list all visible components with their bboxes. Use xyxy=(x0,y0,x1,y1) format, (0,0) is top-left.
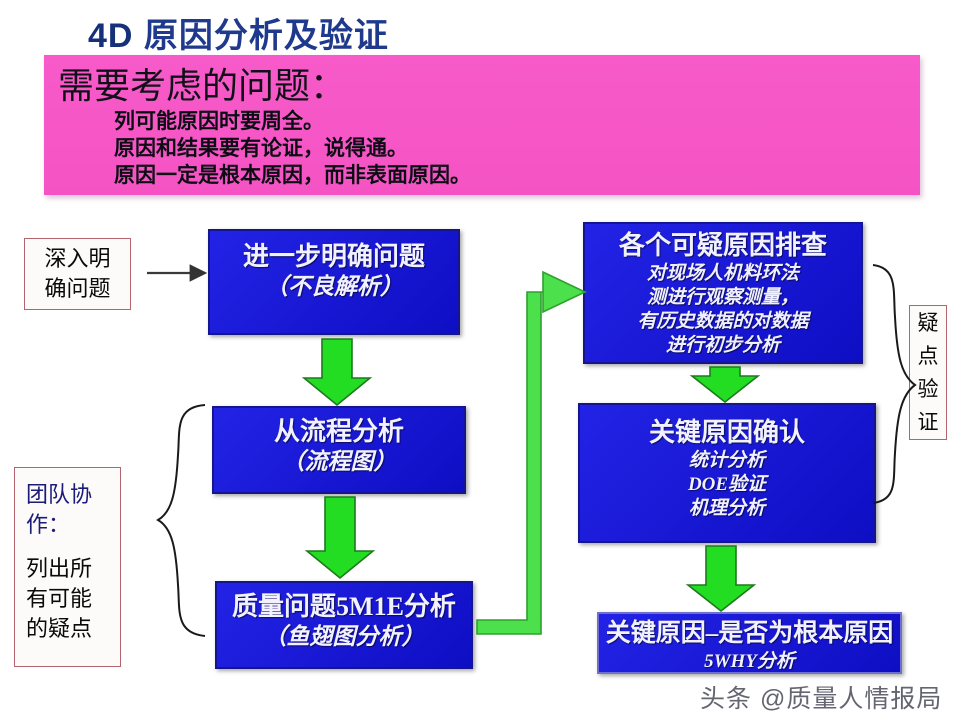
arrow-down-r1-r2 xyxy=(689,366,761,404)
note-clarify-problem: 深入明 确问题 xyxy=(24,238,131,310)
box-title: 各个可疑原因排查 xyxy=(618,231,827,260)
box-subtitle: （鱼翅图分析） xyxy=(263,624,425,649)
note-char: 点 xyxy=(917,343,939,368)
watermark: 头条 @质量人情报局 xyxy=(700,685,943,713)
note-doubt-verification: 疑 点 验 证 xyxy=(909,305,947,440)
note-char: 验 xyxy=(917,376,939,401)
consider-line: 原因和结果要有论证，说得通。 xyxy=(114,137,408,160)
note-heading-line: 作： xyxy=(26,512,71,537)
process-box-suspect-cause-screening[interactable]: 各个可疑原因排查 对现场人机料环法 测进行观察测量， 有历史数据的对数据 进行初… xyxy=(583,222,863,364)
box-title: 关键原因确认 xyxy=(648,418,805,447)
arrow-down-l1-l2 xyxy=(301,338,373,407)
consider-line: 原因一定是根本原因，而非表面原因。 xyxy=(114,164,471,187)
box-title: 进一步明确问题 xyxy=(242,242,425,271)
arrow-l3-to-r1 xyxy=(476,270,587,635)
box-title: 从流程分析 xyxy=(273,417,404,446)
title-text: 原因分析及验证 xyxy=(143,17,389,55)
note-heading-line: 团队协 xyxy=(26,482,93,507)
note-body-line: 有可能 xyxy=(26,586,93,611)
process-box-clarify-problem[interactable]: 进一步明确问题 （不良解析） xyxy=(208,229,460,335)
process-box-key-cause-confirm[interactable]: 关键原因确认 统计分析 DOE验证 机理分析 xyxy=(578,403,876,543)
note-char: 疑 xyxy=(917,310,939,335)
arrow-down-l2-l3 xyxy=(304,496,376,580)
process-box-5m1e-analysis[interactable]: 质量问题5M1E分析 （鱼翅图分析） xyxy=(215,581,473,669)
note-team-collaboration: 团队协 作： 列出所 有可能 的疑点 xyxy=(14,467,121,667)
note-body-line: 的疑点 xyxy=(26,616,93,641)
consider-panel: 需要考虑的问题： 列可能原因时要周全。 原因和结果要有论证，说得通。 原因一定是… xyxy=(44,55,920,195)
box-subtitle: 对现场人机料环法 xyxy=(646,263,799,284)
box-subtitle: 测进行观察测量， xyxy=(646,287,799,308)
note-body-line: 列出所 xyxy=(26,556,93,581)
brace-left xyxy=(155,404,206,637)
consider-panel-heading: 需要考虑的问题： xyxy=(58,66,347,106)
arrow-down-r2-r3 xyxy=(685,545,757,613)
box-subtitle: 5WHY分析 xyxy=(704,651,795,672)
box-subtitle: DOE验证 xyxy=(687,474,767,495)
box-subtitle: （流程图） xyxy=(281,449,397,474)
process-box-process-analysis[interactable]: 从流程分析 （流程图） xyxy=(212,406,466,494)
box-subtitle: （不良解析） xyxy=(265,274,403,299)
box-subtitle: 进行初步分析 xyxy=(665,335,780,356)
box-title: 关键原因–是否为根本原因 xyxy=(605,620,894,647)
title-code: 4D xyxy=(88,17,134,55)
note-char: 证 xyxy=(917,409,939,434)
page-title: 4D 原因分析及验证 xyxy=(88,8,389,57)
consider-line: 列可能原因时要周全。 xyxy=(114,110,324,133)
note-line: 确问题 xyxy=(44,276,111,301)
box-title: 质量问题5M1E分析 xyxy=(232,592,456,621)
box-subtitle: 统计分析 xyxy=(688,450,765,471)
consider-panel-lines: 列可能原因时要周全。 原因和结果要有论证，说得通。 原因一定是根本原因，而非表面… xyxy=(114,108,471,189)
box-subtitle: 机理分析 xyxy=(688,498,765,519)
process-box-root-cause-check[interactable]: 关键原因–是否为根本原因 5WHY分析 xyxy=(597,612,902,674)
note-line: 深入明 xyxy=(44,246,111,271)
box-subtitle: 有历史数据的对数据 xyxy=(637,311,809,332)
